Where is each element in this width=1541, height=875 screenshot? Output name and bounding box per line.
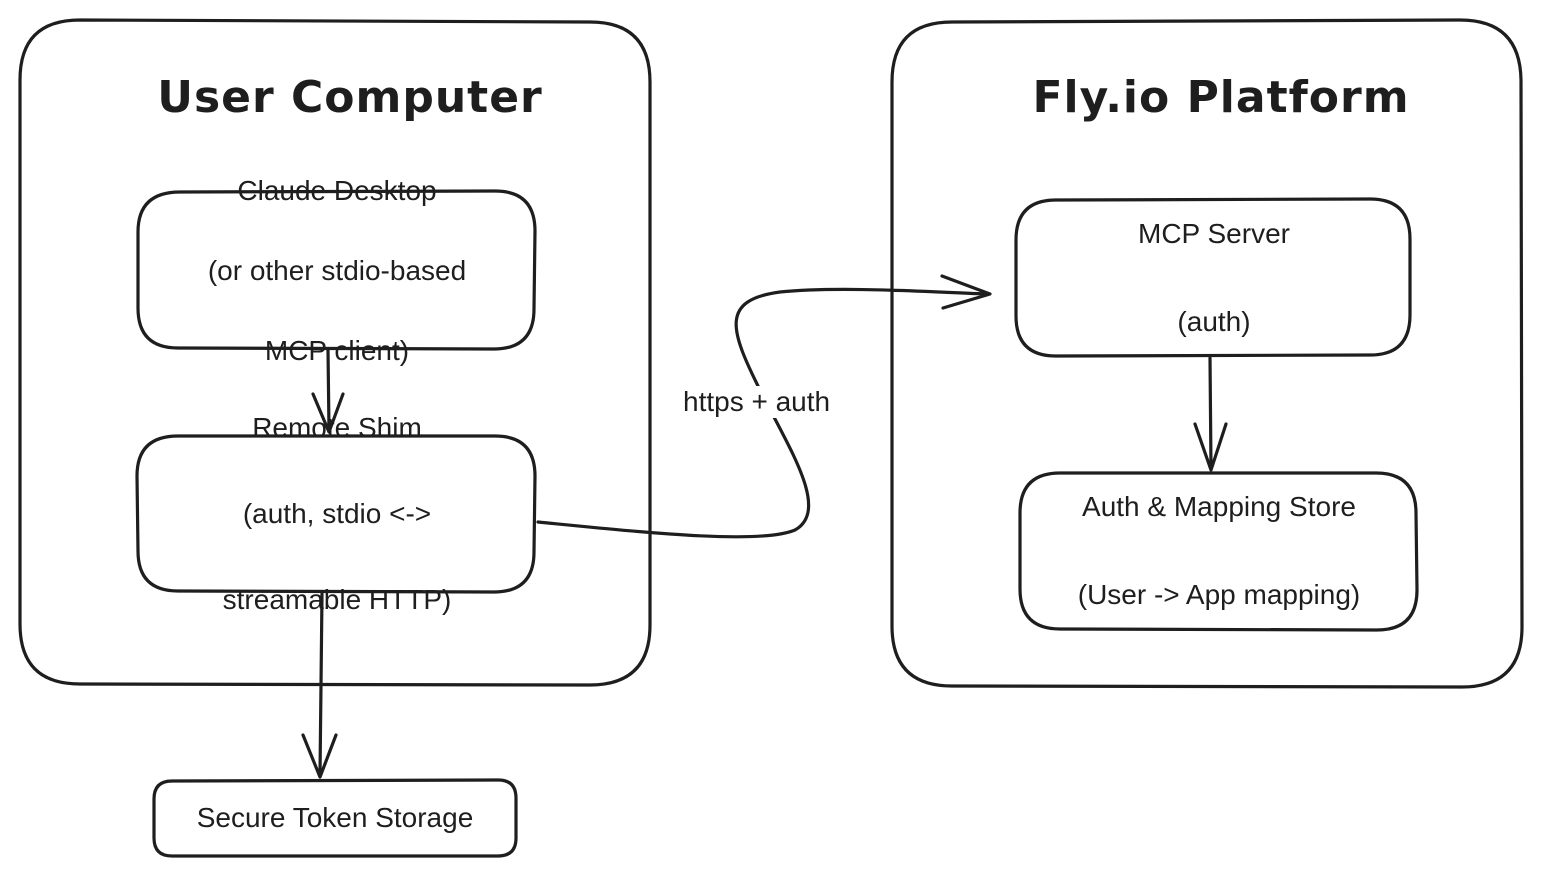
remote-shim-line-1: Remote Shim	[252, 411, 422, 443]
claude-desktop-label: Claude Desktop (or other stdio-based MCP…	[140, 175, 534, 366]
arrow-shim-to-storage	[301, 592, 338, 779]
token-storage-label: Secure Token Storage	[156, 782, 514, 854]
flyio-platform-title: Fly.io Platform	[1032, 72, 1410, 123]
claude-desktop-line-2: (or other stdio-based	[207, 255, 467, 286]
auth-store-box	[1018, 471, 1419, 632]
mcp-server-line-1: MCP Server	[1138, 218, 1290, 249]
claude-desktop-line-1: Claude Desktop	[237, 175, 437, 206]
remote-shim-box	[135, 434, 537, 594]
remote-shim-line-2: (auth, stdio <->	[242, 497, 432, 529]
mcp-server-label: MCP Server (auth)	[1018, 206, 1410, 350]
auth-store-label: Auth & Mapping Store (User -> App mappin…	[1022, 480, 1416, 622]
mcp-server-box	[1014, 197, 1412, 358]
token-storage-box	[152, 778, 518, 858]
remote-shim-line-3: streamable HTTP)	[222, 583, 452, 615]
claude-desktop-box	[136, 189, 537, 351]
claude-desktop-line-3: MCP client)	[264, 335, 410, 366]
user-computer-title: User Computer	[157, 72, 543, 123]
user-computer-container	[18, 18, 652, 687]
token-storage-line-1: Secure Token Storage	[196, 802, 474, 833]
arrow-server-to-store	[1193, 356, 1228, 472]
arrow-claude-to-shim	[311, 348, 345, 434]
auth-store-line-1: Auth & Mapping Store	[1082, 491, 1356, 522]
auth-store-line-2: (User -> App mapping)	[1077, 579, 1361, 610]
remote-shim-label: Remote Shim (auth, stdio <-> streamable …	[140, 412, 534, 615]
https-auth-edge-label: https + auth	[681, 386, 833, 418]
mcp-server-line-2: (auth)	[1177, 306, 1251, 337]
flyio-platform-container	[890, 18, 1524, 689]
